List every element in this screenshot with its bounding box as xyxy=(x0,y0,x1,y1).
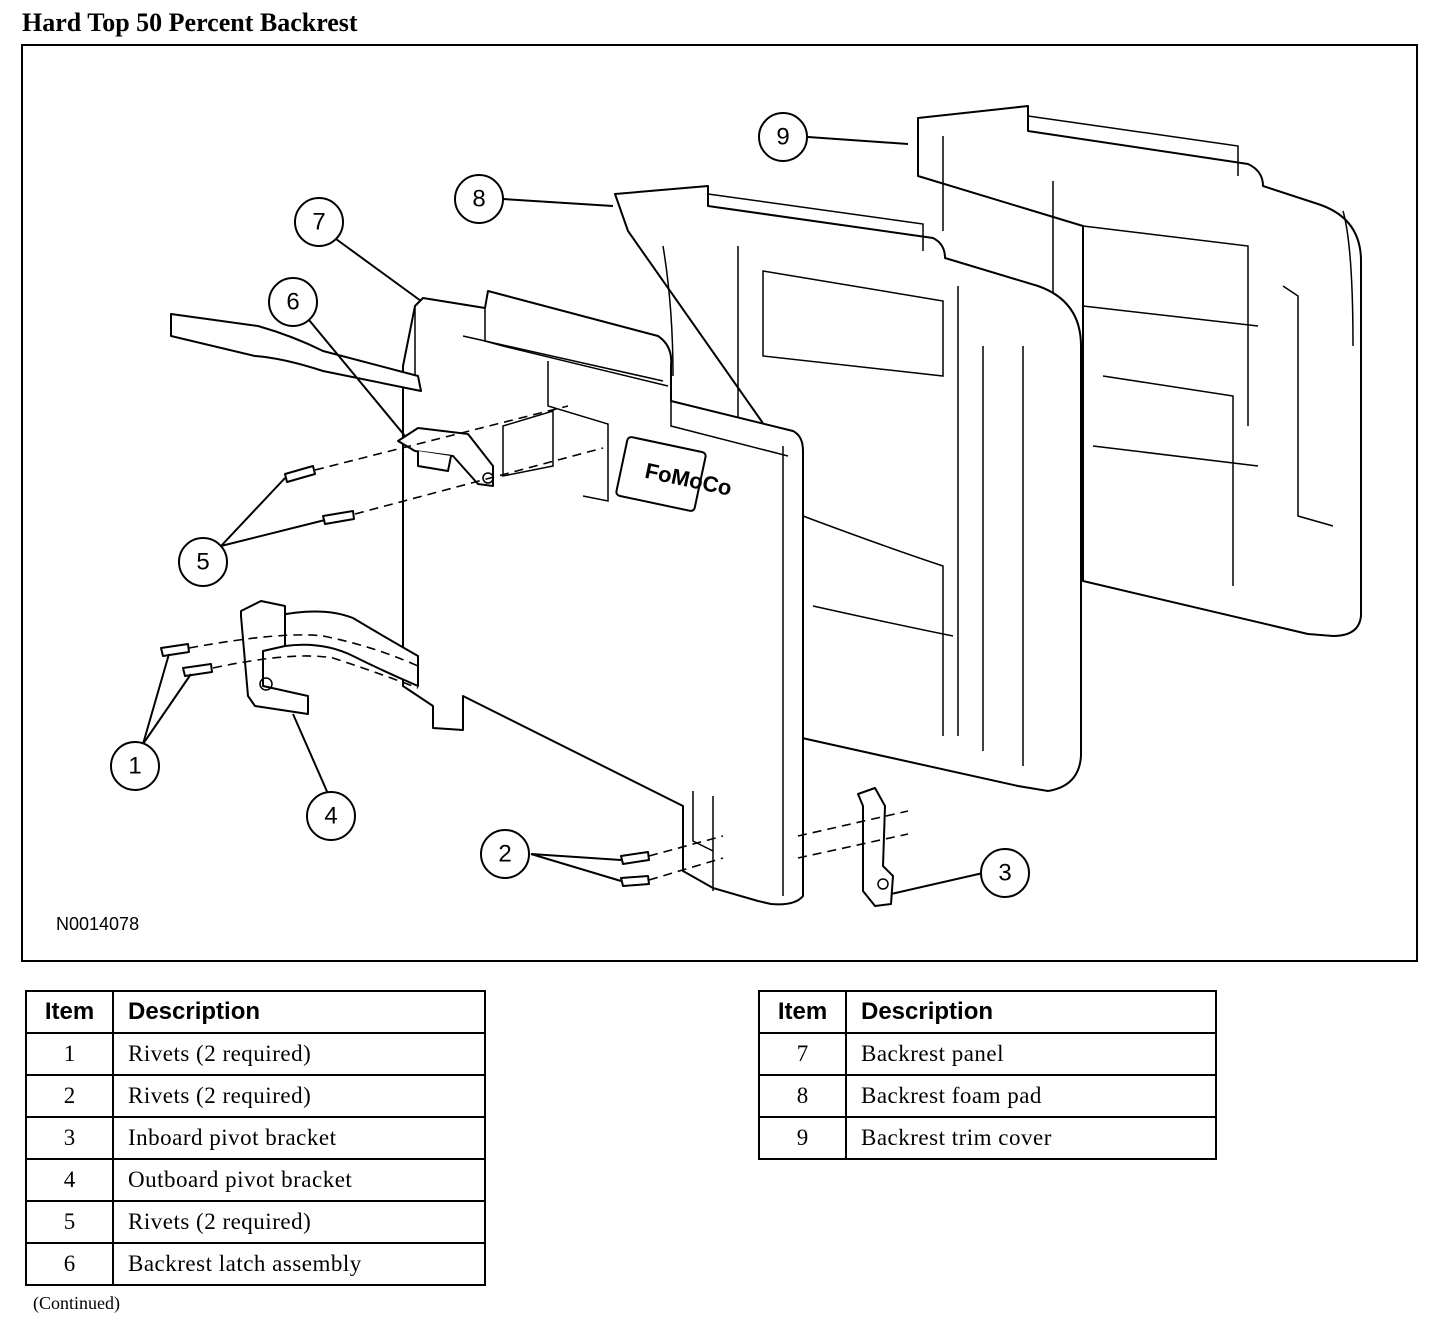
svg-text:8: 8 xyxy=(472,186,485,213)
item-number: 7 xyxy=(758,1032,847,1076)
svg-text:2: 2 xyxy=(498,841,511,868)
column-header-description: Description xyxy=(112,990,486,1034)
svg-text:6: 6 xyxy=(286,289,299,316)
item-description: Outboard pivot bracket xyxy=(112,1158,486,1202)
item-description: Rivets (2 required) xyxy=(112,1074,486,1118)
callout-9: 9 xyxy=(758,112,808,162)
item-number: 3 xyxy=(25,1116,114,1160)
item-description: Backrest panel xyxy=(845,1032,1217,1076)
item-number: 2 xyxy=(25,1074,114,1118)
item-number: 6 xyxy=(25,1242,114,1286)
svg-text:1: 1 xyxy=(128,753,141,780)
page-title: Hard Top 50 Percent Backrest xyxy=(22,8,358,37)
table-header-row: Item Description xyxy=(25,990,486,1034)
item-number: 8 xyxy=(758,1074,847,1118)
callout-4: 4 xyxy=(306,791,356,841)
exploded-diagram: FoMoCo xyxy=(21,44,1418,962)
continued-note: (Continued) xyxy=(33,1293,120,1313)
item-number: 4 xyxy=(25,1158,114,1202)
svg-text:3: 3 xyxy=(998,860,1011,887)
svg-text:5: 5 xyxy=(196,549,209,576)
callout-7: 7 xyxy=(294,197,344,247)
backrest-frame-tube xyxy=(170,313,422,687)
item-description: Backrest trim cover xyxy=(845,1116,1217,1160)
backrest-exploded-view: FoMoCo xyxy=(110,105,1362,907)
callout-6: 6 xyxy=(268,277,318,327)
callout-1: 1 xyxy=(110,741,160,791)
column-header-item: Item xyxy=(25,990,114,1034)
backrest-foam-pad xyxy=(614,185,1082,792)
outboard-pivot-bracket xyxy=(240,600,309,715)
callout-5: 5 xyxy=(178,537,228,587)
inboard-pivot-bracket xyxy=(857,787,894,907)
item-description: Rivets (2 required) xyxy=(112,1200,486,1244)
item-number: 9 xyxy=(758,1116,847,1160)
leader-lines xyxy=(142,136,984,895)
svg-text:4: 4 xyxy=(324,803,337,830)
figure-id: N0014078 xyxy=(56,914,140,934)
item-description: Backrest foam pad xyxy=(845,1074,1217,1118)
backrest-trim-cover xyxy=(917,105,1362,637)
alignment-lines xyxy=(188,405,909,881)
item-description: Inboard pivot bracket xyxy=(112,1116,486,1160)
item-number: 1 xyxy=(25,1032,114,1076)
column-header-item: Item xyxy=(758,990,847,1034)
item-description: Rivets (2 required) xyxy=(112,1032,486,1076)
table-header-row: Item Description xyxy=(758,990,1217,1034)
svg-text:7: 7 xyxy=(312,209,325,236)
rivets xyxy=(160,465,650,887)
item-number: 5 xyxy=(25,1200,114,1244)
column-header-description: Description xyxy=(845,990,1217,1034)
backrest-panel: FoMoCo xyxy=(402,290,804,906)
svg-text:9: 9 xyxy=(776,124,789,151)
callout-8: 8 xyxy=(454,174,504,224)
callout-2: 2 xyxy=(480,829,530,879)
callout-3: 3 xyxy=(980,848,1030,898)
item-description: Backrest latch assembly xyxy=(112,1242,486,1286)
